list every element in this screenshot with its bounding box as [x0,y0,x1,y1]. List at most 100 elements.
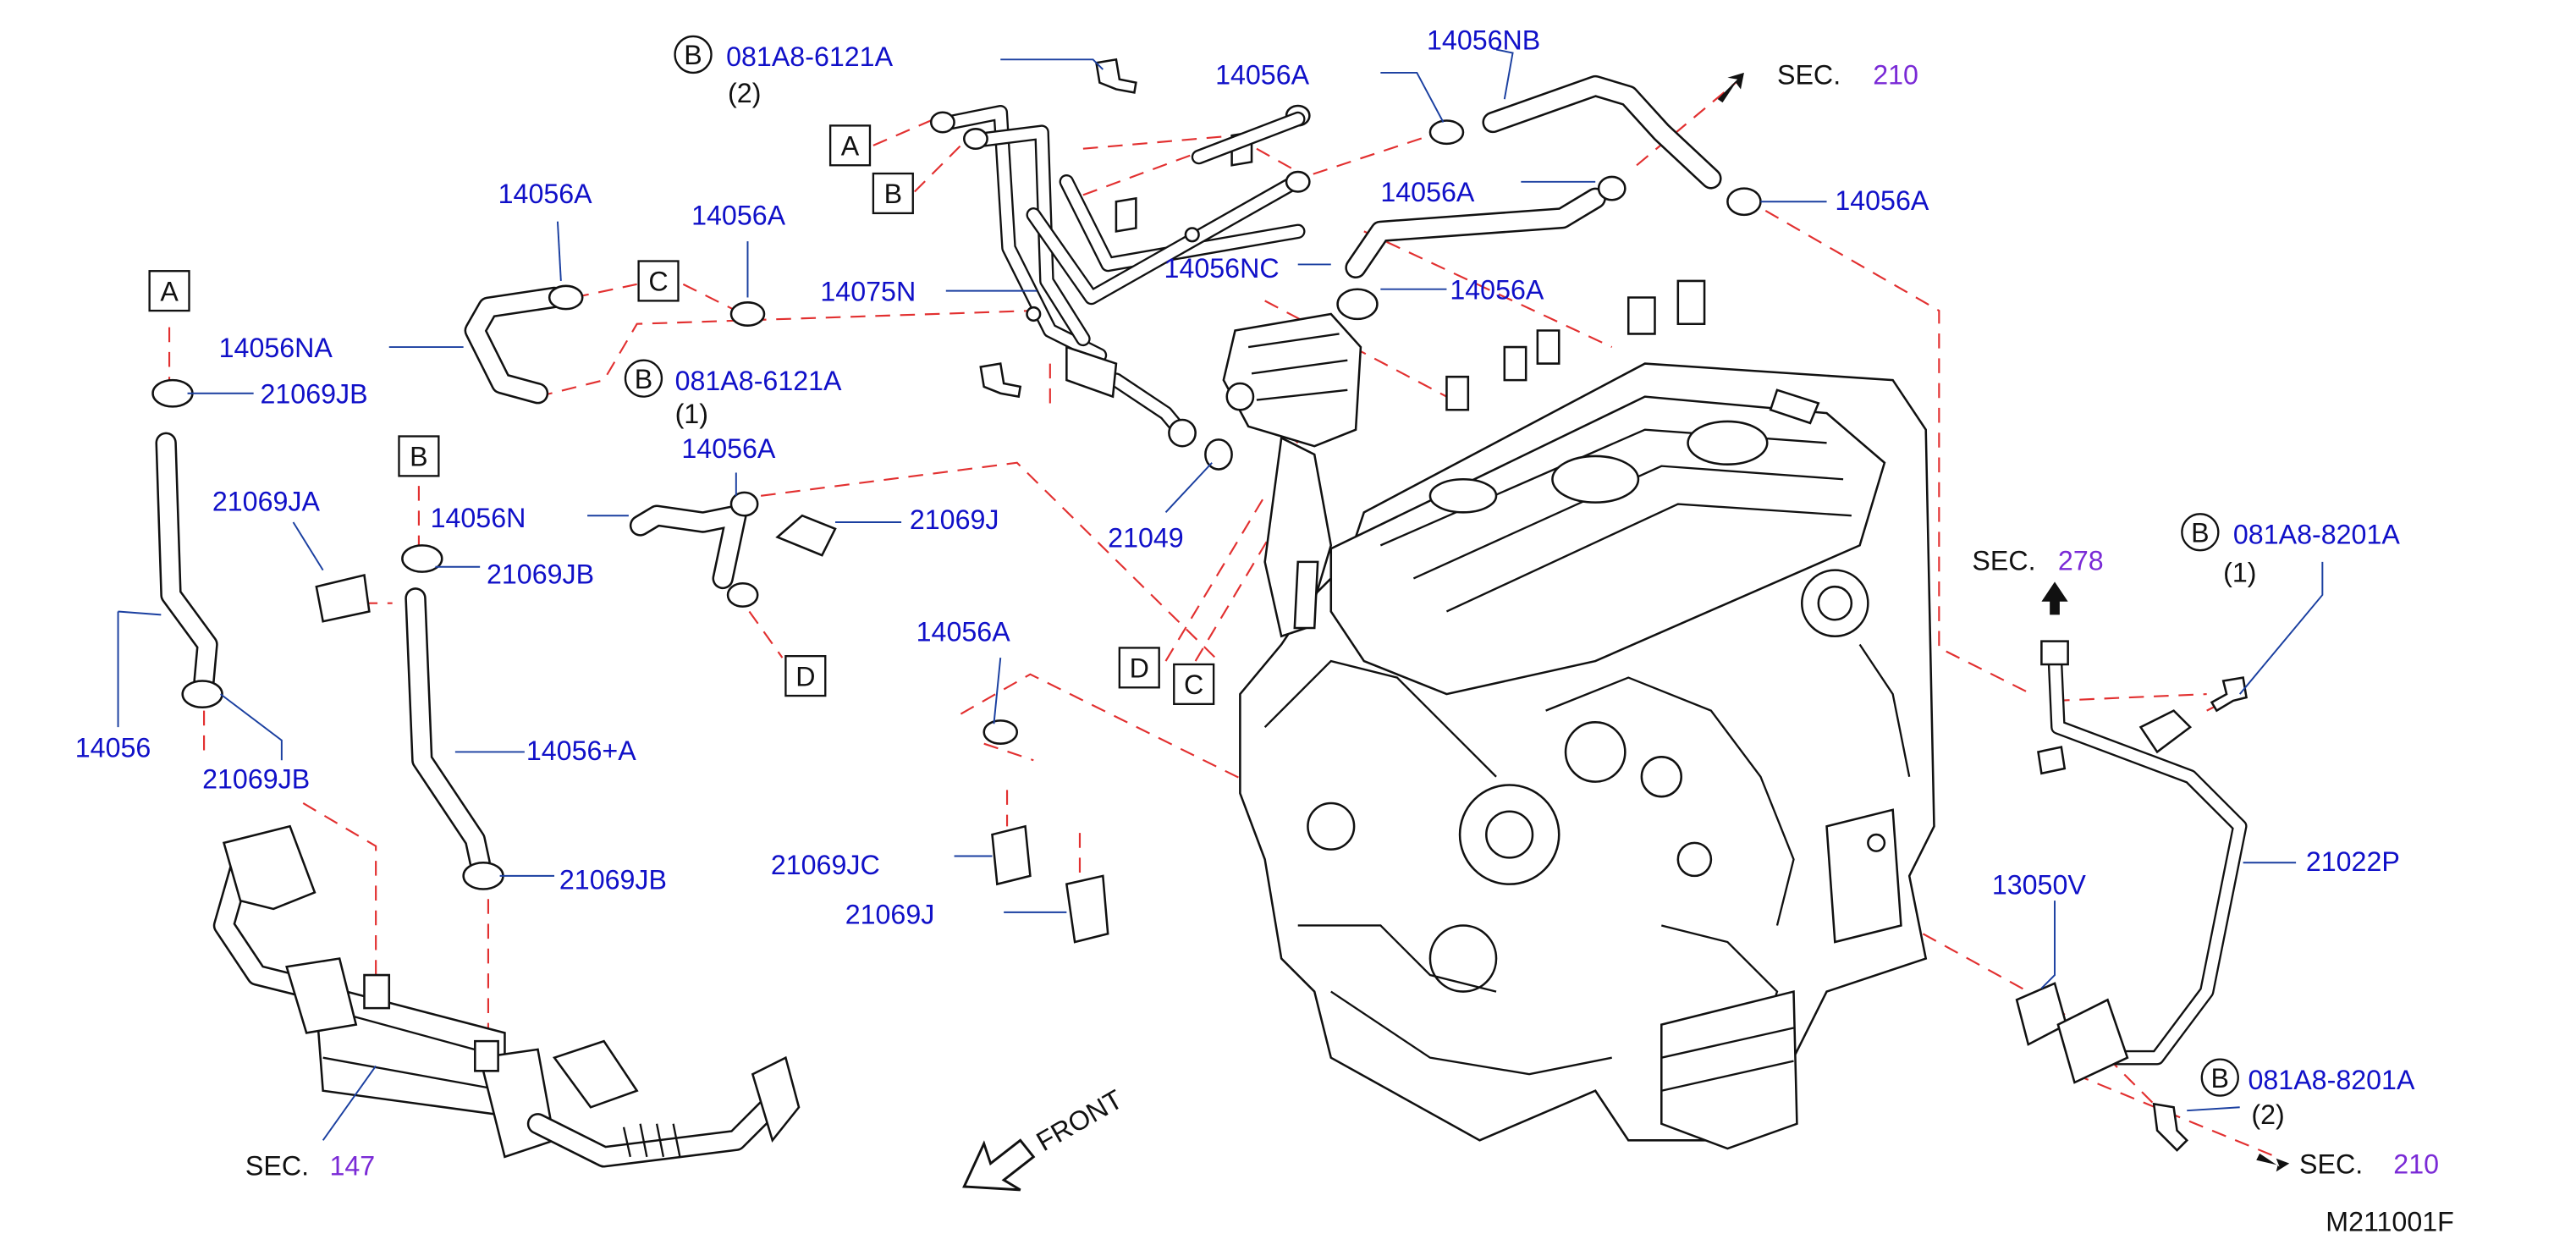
bolt-top [1095,58,1137,94]
letter-box-A-left: A [148,270,190,312]
clamp-14056A-n [729,491,759,517]
svg-text:D: D [795,661,815,691]
clamp-21069JB-a [151,378,194,408]
svg-text:278: 278 [2058,546,2104,576]
o-ring-21049 [1204,438,1233,471]
qty-bottom: (2) [2251,1099,2284,1130]
part-number-14075N: 14075N [820,276,916,306]
bolt-callout-top: B 081A8-6121A (2) [674,35,894,108]
part-number-14056NA: 14056NA [219,333,333,363]
clamp-14056A-low [983,719,1019,745]
flange-bottom [2056,998,2129,1084]
throttle-body [1222,312,1362,638]
svg-text:SEC.: SEC. [1777,60,1841,91]
clamp-14056A-nc [1336,288,1379,321]
clamp-21069JB-b [401,544,443,573]
clamp-14056A-right1 [1597,175,1627,201]
leader-lines [117,48,2324,1141]
clamp-14056A-left [548,284,584,311]
letter-box-B-left: B [398,435,440,477]
qty-top: (2) [728,78,761,108]
svg-text:SEC.: SEC. [1972,546,2035,576]
part-number-14056A-nc: 14056A [1450,274,1544,305]
part-number-14056plusA: 14056+A [526,735,636,766]
section-ref-210-bottom: SEC. 210 [2256,1149,2439,1179]
hoses [155,74,2248,1066]
part-number-21049: 21049 [1108,522,1184,553]
clip-21069J-top [775,514,837,557]
part-number-21069JB-a: 21069JB [260,378,367,409]
part-number-14056A-right1: 14056A [1380,177,1475,207]
svg-text:SEC.: SEC. [245,1150,309,1181]
part-number-14056A-low: 14056A [916,617,1011,647]
part-number-21069JB-c: 21069JB [202,763,310,794]
part-number-14056NC: 14056NC [1164,253,1280,284]
part-number-081A8-6121A-top: 081A8-6121A [726,41,893,72]
clip-21069J-low [1065,874,1109,944]
svg-text:A: A [841,131,860,162]
diagram-id: M211001F [2326,1207,2454,1237]
svg-text:A: A [160,276,179,306]
qty-mid: (1) [675,399,708,429]
svg-text:B: B [684,40,702,70]
front-arrow-icon [962,1138,1036,1192]
part-number-081A8-8201A-right: 081A8-8201A [2233,519,2400,549]
front-indicator: FRONT [962,1083,1128,1192]
pipe-assembly-14075N [929,104,1311,448]
clamp-14056A-top-right [1428,119,1465,146]
part-number-081A8-6121A-mid: 081A8-6121A [675,366,842,396]
part-number-14056N: 14056N [431,503,526,533]
qty-right: (1) [2223,557,2256,587]
egr-cooler [212,824,801,1168]
part-number-14056A-n: 14056A [681,433,776,464]
part-number-14056NB: 14056NB [1427,25,1540,56]
section-ref-210-top: SEC. 210 [1717,60,1918,103]
part-number-labels: 14056A 14056NB 14056A 14056A 14056A 1405… [75,25,2400,930]
part-number-21069JB-d: 21069JB [559,865,667,895]
part-number-13050V: 13050V [1992,869,2087,900]
arrow-up-right-icon [1717,72,1744,103]
svg-text:210: 210 [1873,60,1918,91]
clip-21069JA [315,573,371,623]
part-number-14056: 14056 [75,732,151,763]
bolt-mid [979,362,1022,399]
svg-text:B: B [2191,517,2209,548]
gasket-13050V [2015,982,2068,1046]
clamp-14056A-n2 [726,582,759,608]
svg-text:147: 147 [329,1150,375,1181]
svg-text:B: B [884,179,902,209]
section-ref-147: SEC. 147 [245,1150,375,1181]
part-number-081A8-8201A-bottom: 081A8-8201A [2248,1065,2414,1095]
part-number-21069JB-b: 21069JB [487,559,594,589]
section-ref-278: SEC. 278 [1972,546,2104,615]
bolt-right [2210,676,2248,713]
clamps [151,58,2248,1152]
bolt-callout-mid: B 081A8-6121A (1) [624,359,842,429]
letter-box-C-engine: C [1173,663,1215,705]
part-number-14056A-left2: 14056A [691,201,786,231]
svg-text:210: 210 [2393,1149,2439,1179]
part-number-21022P: 21022P [2306,846,2400,877]
part-number-14056A-right2: 14056A [1835,185,1929,216]
letter-box-C-top: C [637,260,680,302]
clamp-21069JB-c [181,680,223,708]
bolt-bottom [2152,1102,2189,1152]
bolt-callout-right: B 081A8-8201A (1) [2181,513,2400,587]
letter-box-D-engine: D [1118,647,1160,689]
part-number-14056A-left: 14056A [498,179,593,209]
part-number-21069JA: 21069JA [212,486,321,516]
letter-boxes: A B C A B D D C [148,124,1215,705]
letter-box-A-top: A [828,124,872,167]
svg-text:C: C [648,267,668,297]
arrow-up-icon [2041,581,2068,615]
clip-21069JC [991,824,1032,886]
arrow-down-right-icon [2256,1153,2290,1172]
svg-text:B: B [635,364,652,394]
part-number-14056A-top: 14056A [1215,60,1310,91]
svg-text:SEC.: SEC. [2299,1149,2363,1179]
svg-text:B: B [410,442,427,472]
part-number-21069J-top: 21069J [910,504,999,535]
svg-text:FRONT: FRONT [1032,1083,1128,1157]
letter-box-B-top: B [872,172,914,215]
